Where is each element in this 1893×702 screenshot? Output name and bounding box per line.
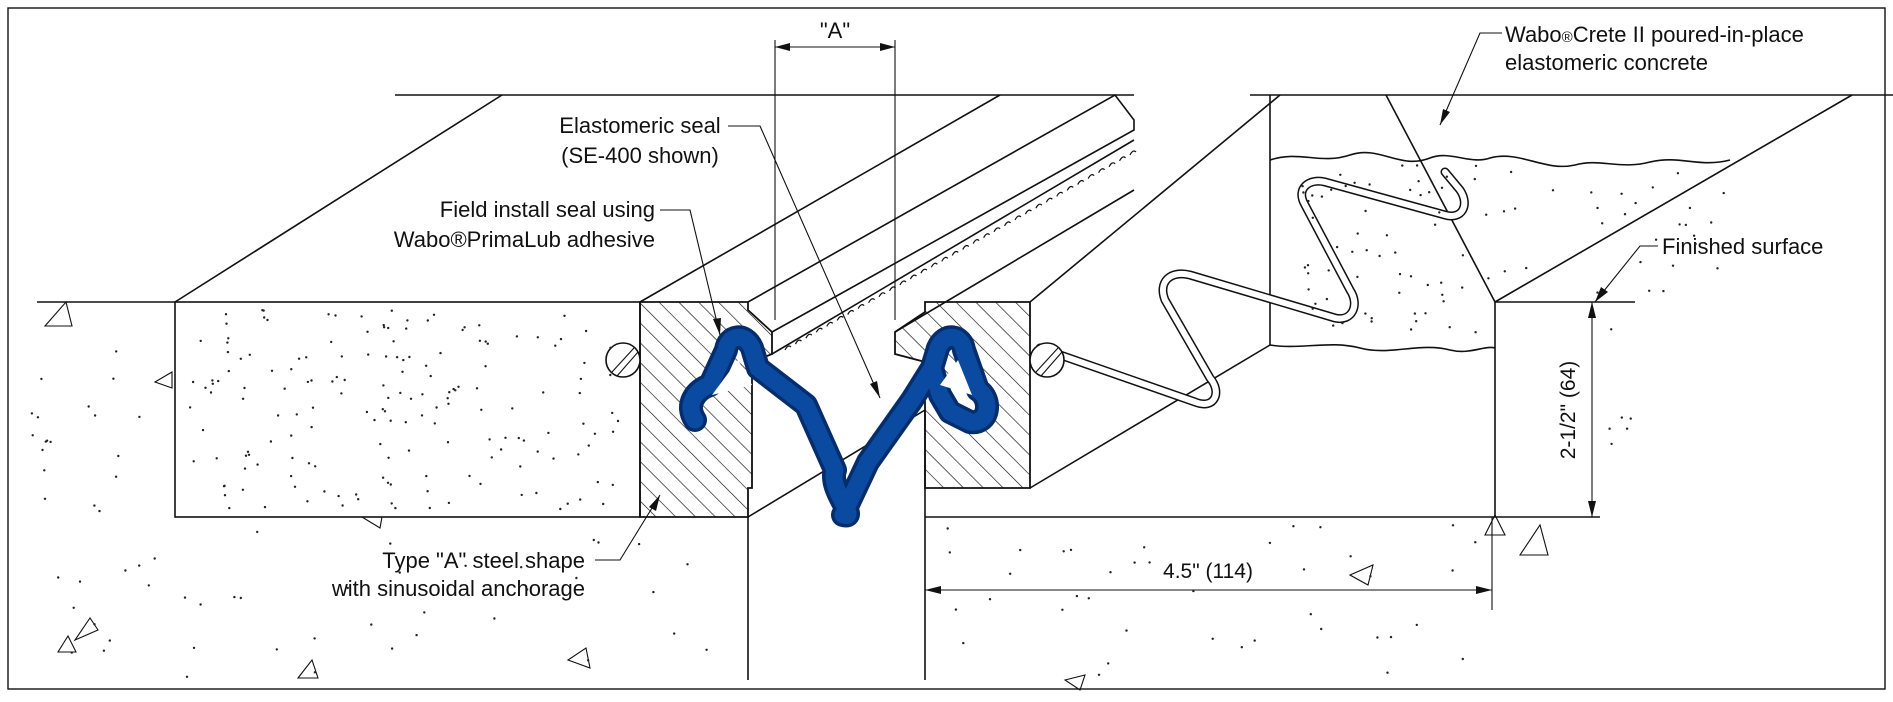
aggregate-dots: [30, 164, 1725, 678]
leader-lines: [595, 32, 1658, 561]
dimension-depth-label: 2-1/2" (64): [1557, 361, 1580, 460]
joint-lines: [747, 410, 926, 680]
aggregate-triangles: [43, 300, 1549, 691]
label-elastomeric-seal: Elastomeric seal: [559, 113, 720, 138]
anchor-rods: [605, 342, 1065, 378]
label-field-install: Field install seal using: [440, 197, 655, 222]
label-wabocrete-line2: elastomeric concrete: [1505, 50, 1708, 75]
label-seal-model: (SE-400 shown): [561, 143, 719, 168]
elastomeric-seal-shape: [679, 325, 999, 528]
right-slab: [1269, 94, 1853, 517]
dimension-a: "A": [774, 18, 896, 320]
dimension-width-label: 4.5" (114): [1163, 560, 1253, 583]
dimension-a-label: "A": [820, 18, 850, 43]
label-steel-shape: Type "A" steel shape: [382, 548, 585, 573]
right-steel-shape: [894, 94, 1281, 489]
label-wabocrete: Wabo®Crete II poured-in-place: [1505, 22, 1804, 47]
label-finished-surface: Finished surface: [1662, 234, 1823, 259]
label-adhesive: Wabo®PrimaLub adhesive: [394, 227, 655, 252]
seal-serrations: [784, 150, 1137, 351]
dimension-width: 4.5" (114): [925, 517, 1493, 610]
label-anchorage: with sinusoidal anchorage: [331, 576, 585, 601]
callouts: Elastomeric seal (SE-400 shown) Field in…: [331, 22, 1824, 601]
dimension-depth: 2-1/2" (64): [1557, 302, 1596, 517]
surface-lines: [37, 94, 1893, 518]
border: [7, 7, 1886, 690]
